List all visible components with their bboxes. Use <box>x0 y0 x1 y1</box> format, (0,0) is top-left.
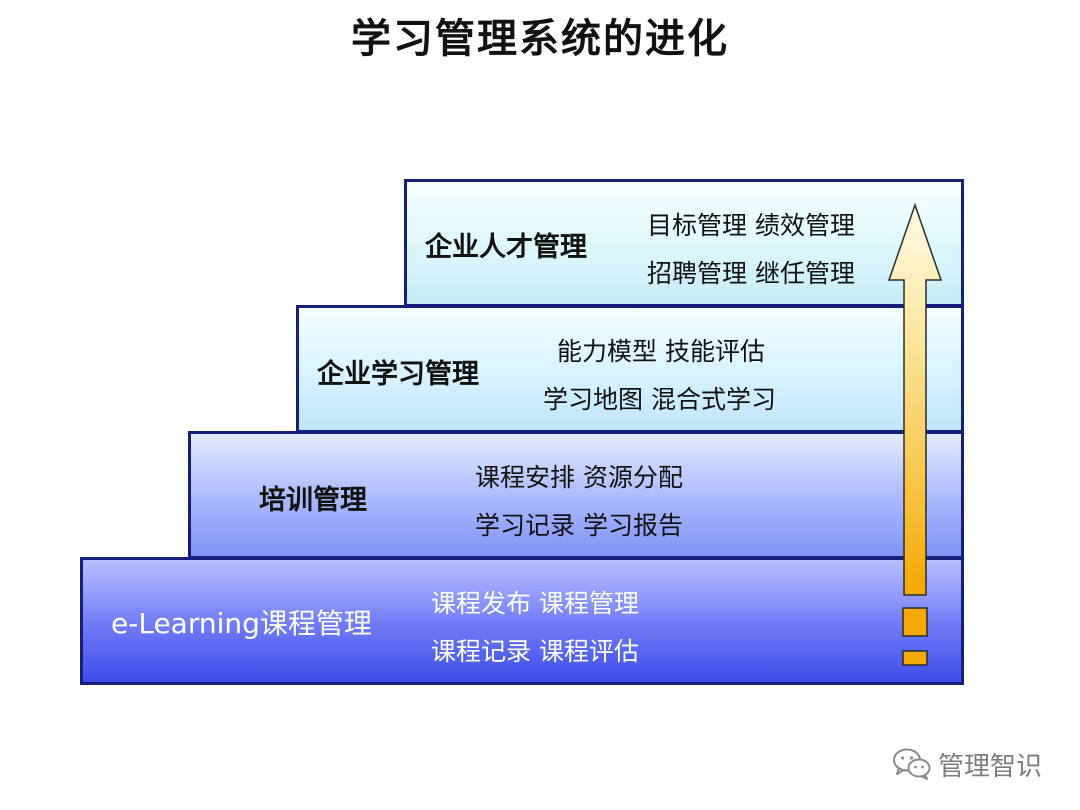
arrow-shaft <box>887 202 943 596</box>
level-items-line-2: 学习地图 混合式学习 <box>543 385 776 414</box>
level-elearning: e-Learning课程管理 课程发布 课程管理 课程记录 课程评估 <box>80 557 964 685</box>
watermark: 管理智识 <box>892 744 1042 784</box>
level-title: 培训管理 <box>259 485 367 516</box>
level-items-line-2: 学习记录 学习报告 <box>475 511 683 540</box>
level-items-line-2: 课程记录 课程评估 <box>431 637 639 666</box>
arrow-block-2 <box>902 650 928 666</box>
arrow-block-1 <box>902 607 928 637</box>
level-enterprise-learning: 企业学习管理 能力模型 技能评估 学习地图 混合式学习 <box>296 305 964 433</box>
level-items-line-1: 课程安排 资源分配 <box>475 463 683 492</box>
level-items-line-1: 课程发布 课程管理 <box>431 589 639 618</box>
wechat-icon <box>893 748 931 780</box>
evolution-arrow-icon <box>887 202 943 666</box>
level-training: 培训管理 课程安排 资源分配 学习记录 学习报告 <box>188 431 964 559</box>
page-title: 学习管理系统的进化 <box>351 16 729 62</box>
watermark-text: 管理智识 <box>938 751 1043 782</box>
level-title: 企业学习管理 <box>317 359 479 390</box>
level-talent-management: 企业人才管理 目标管理 绩效管理 招聘管理 继任管理 <box>404 179 964 307</box>
level-items-line-1: 能力模型 技能评估 <box>557 337 765 366</box>
level-items-line-2: 招聘管理 继任管理 <box>647 259 855 288</box>
level-title: 企业人才管理 <box>425 232 587 263</box>
level-title: e-Learning课程管理 <box>111 607 372 640</box>
level-items-line-1: 目标管理 绩效管理 <box>647 211 855 240</box>
